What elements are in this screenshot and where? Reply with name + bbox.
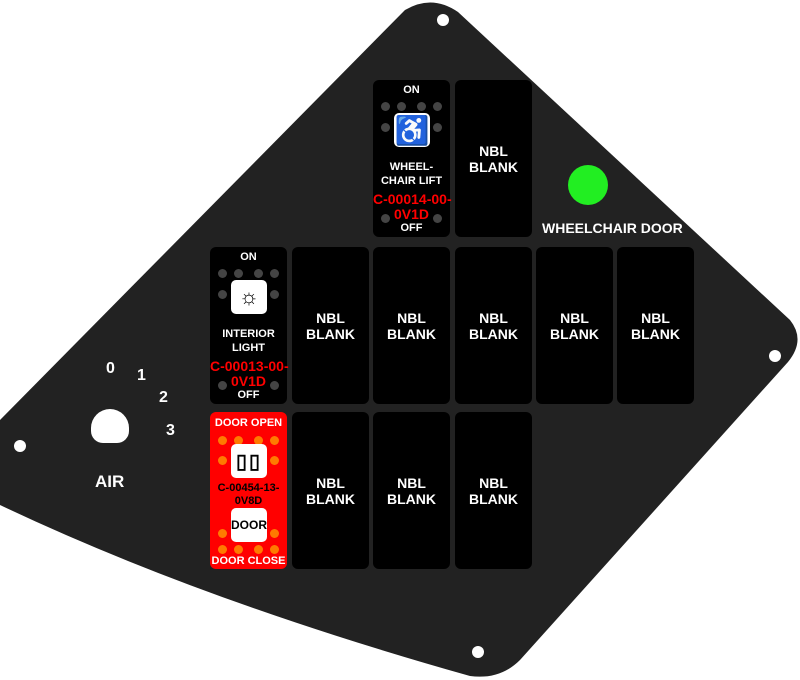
indicator-label: WHEELCHAIR DOOR bbox=[542, 220, 683, 236]
indicator-dot bbox=[254, 545, 263, 554]
door-button-icon: DOOR bbox=[231, 508, 267, 542]
air-position-3: 3 bbox=[166, 422, 175, 439]
on-label: ON bbox=[240, 251, 257, 263]
part-code: C-00454-13- 0V8D bbox=[217, 482, 280, 507]
indicator-dot bbox=[218, 269, 227, 278]
indicator-dot bbox=[381, 123, 390, 132]
air-position-2: 2 bbox=[159, 389, 168, 406]
blank-switch[interactable]: NBL BLANK bbox=[617, 247, 694, 404]
blank-switch[interactable]: NBL BLANK bbox=[292, 247, 369, 404]
blank-switch[interactable]: NBL BLANK bbox=[292, 412, 369, 569]
wheelchair-icon: ♿ bbox=[394, 113, 430, 147]
indicator-dot bbox=[254, 269, 263, 278]
indicator-dot bbox=[433, 123, 442, 132]
blank-switch[interactable]: NBL BLANK bbox=[455, 80, 532, 237]
indicator-dot bbox=[218, 290, 227, 299]
indicator-dot bbox=[433, 102, 442, 111]
blank-switch[interactable]: NBL BLANK bbox=[373, 247, 450, 404]
indicator-dot bbox=[270, 436, 279, 445]
mount-hole bbox=[437, 14, 449, 26]
indicator-dot bbox=[433, 214, 442, 223]
off-label: OFF bbox=[237, 389, 260, 401]
indicator-dot bbox=[218, 456, 227, 465]
indicator-dot bbox=[270, 290, 279, 299]
door-open-label: DOOR OPEN bbox=[214, 417, 283, 429]
indicator-dot bbox=[270, 456, 279, 465]
indicator-dot bbox=[234, 436, 243, 445]
indicator-dot bbox=[218, 529, 227, 538]
wheelchair-lift-switch[interactable]: ON ♿ WHEEL- CHAIR LIFT C-00014-00- 0V1D … bbox=[373, 80, 452, 237]
blank-switch[interactable]: NBL BLANK bbox=[536, 247, 613, 404]
door-close-label: DOOR CLOSE bbox=[211, 555, 286, 567]
air-label: AIR bbox=[95, 472, 125, 491]
indicator-dot bbox=[270, 529, 279, 538]
mount-hole bbox=[14, 440, 26, 452]
indicator-dot bbox=[218, 381, 227, 390]
switch-label: WHEEL- CHAIR LIFT bbox=[380, 161, 443, 187]
interior-light-switch[interactable]: ON ☼ INTERIOR LIGHT C-00013-00- 0V1D OFF bbox=[210, 247, 289, 404]
indicator-dot bbox=[218, 436, 227, 445]
indicator-dot bbox=[270, 545, 279, 554]
air-position-1: 1 bbox=[137, 367, 146, 384]
indicator-dot bbox=[218, 545, 227, 554]
blank-switch[interactable]: NBL BLANK bbox=[373, 412, 450, 569]
dome-light-icon: ☼ bbox=[231, 280, 267, 314]
indicator-dot bbox=[270, 381, 279, 390]
on-label: ON bbox=[403, 84, 420, 96]
door-switch[interactable]: DOOR OPEN ▯▯ C-00454-13- 0V8D DOOR DOOR … bbox=[210, 412, 287, 569]
indicator-dot bbox=[381, 214, 390, 223]
indicator-dot bbox=[234, 545, 243, 554]
wheelchair-door-indicator-led bbox=[568, 165, 608, 205]
air-knob[interactable] bbox=[91, 409, 129, 443]
switch-label: INTERIOR LIGHT bbox=[222, 328, 275, 354]
indicator-dot bbox=[234, 269, 243, 278]
indicator-dot bbox=[381, 102, 390, 111]
indicator-dot bbox=[254, 436, 263, 445]
air-position-0: 0 bbox=[106, 360, 115, 377]
mount-hole bbox=[769, 350, 781, 362]
mount-hole bbox=[472, 646, 484, 658]
blank-switch[interactable]: NBL BLANK bbox=[455, 247, 532, 404]
indicator-dot bbox=[270, 269, 279, 278]
part-code: C-00013-00- 0V1D bbox=[210, 358, 289, 389]
door-icon: ▯▯ bbox=[231, 444, 267, 478]
part-code: C-00014-00- 0V1D bbox=[373, 191, 452, 222]
off-label: OFF bbox=[400, 222, 423, 234]
indicator-dot bbox=[397, 102, 406, 111]
indicator-dot bbox=[417, 102, 426, 111]
blank-switch[interactable]: NBL BLANK bbox=[455, 412, 532, 569]
